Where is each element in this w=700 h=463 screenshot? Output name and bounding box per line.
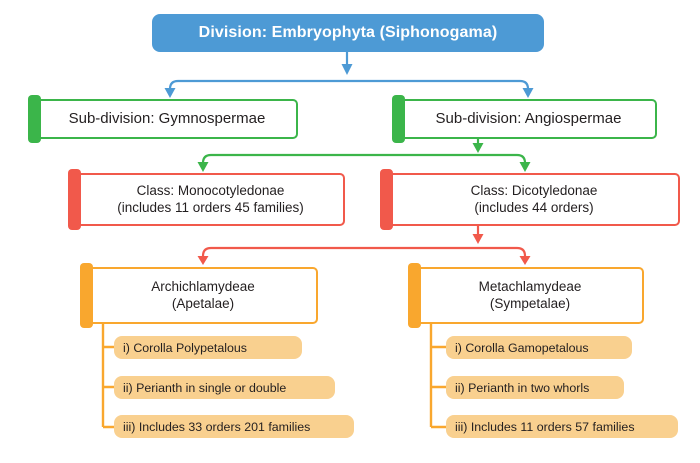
node-subdivision-gymnospermae-label: Sub-division: Gymnospermae: [68, 109, 266, 127]
node-subclass-archichlamydeae: Archichlamydeae (Apetalae): [80, 263, 318, 328]
node-subdivision-gymnospermae: Sub-division: Gymnospermae: [28, 95, 298, 143]
list-item-label: ii) Perianth in single or double: [123, 380, 287, 395]
arrow-angiospermae-to-classes: [197, 135, 531, 172]
tree-line-archichlamydeae: [101, 320, 114, 429]
list-item-label: iii) Includes 33 orders 201 families: [123, 419, 311, 434]
node-subclass-metachlamydeae-title: Metachlamydeae: [478, 279, 582, 295]
list-item: ii) Perianth in single or double: [114, 376, 335, 399]
list-item-label: ii) Perianth in two whorls: [455, 380, 590, 395]
node-class-monocotyledonae: Class: Monocotyledonae (includes 11 orde…: [68, 169, 345, 230]
node-subclass-archichlamydeae-title: Archichlamydeae: [151, 279, 255, 295]
node-division-label: Division: Embryophyta (Siphonogama): [198, 24, 498, 41]
node-subclass-archichlamydeae-subtitle: (Apetalae): [171, 295, 235, 311]
list-item-label: i) Corolla Polypetalous: [123, 340, 247, 355]
node-subdivision-angiospermae: Sub-division: Angiospermae: [392, 95, 657, 143]
list-item-label: i) Corolla Gamopetalous: [455, 340, 589, 355]
node-class-dicotyledonae: Class: Dicotyledonae (includes 44 orders…: [380, 169, 680, 230]
node-class-dicotyledonae-title: Class: Dicotyledonae: [470, 183, 598, 199]
node-class-monocotyledonae-detail: (includes 11 orders 45 families): [117, 199, 304, 215]
list-item: i) Corolla Gamopetalous: [446, 336, 632, 359]
node-subclass-metachlamydeae: Metachlamydeae (Sympetalae): [408, 263, 644, 328]
list-item: i) Corolla Polypetalous: [114, 336, 302, 359]
node-subclass-metachlamydeae-subtitle: (Sympetalae): [489, 295, 571, 311]
list-item: iii) Includes 11 orders 57 families: [446, 415, 678, 438]
tree-line-metachlamydeae: [429, 320, 446, 429]
arrow-division-to-subdivisions: [164, 52, 534, 98]
list-item: ii) Perianth in two whorls: [446, 376, 624, 399]
list-item-label: iii) Includes 11 orders 57 families: [455, 419, 635, 434]
arrow-dicotyledonae-to-subclasses: [197, 222, 531, 265]
node-division: Division: Embryophyta (Siphonogama): [152, 14, 544, 52]
list-item: iii) Includes 33 orders 201 families: [114, 415, 354, 438]
node-class-dicotyledonae-detail: (includes 44 orders): [474, 199, 594, 215]
node-class-monocotyledonae-title: Class: Monocotyledonae: [136, 183, 285, 199]
node-subdivision-angiospermae-label: Sub-division: Angiospermae: [435, 109, 622, 127]
